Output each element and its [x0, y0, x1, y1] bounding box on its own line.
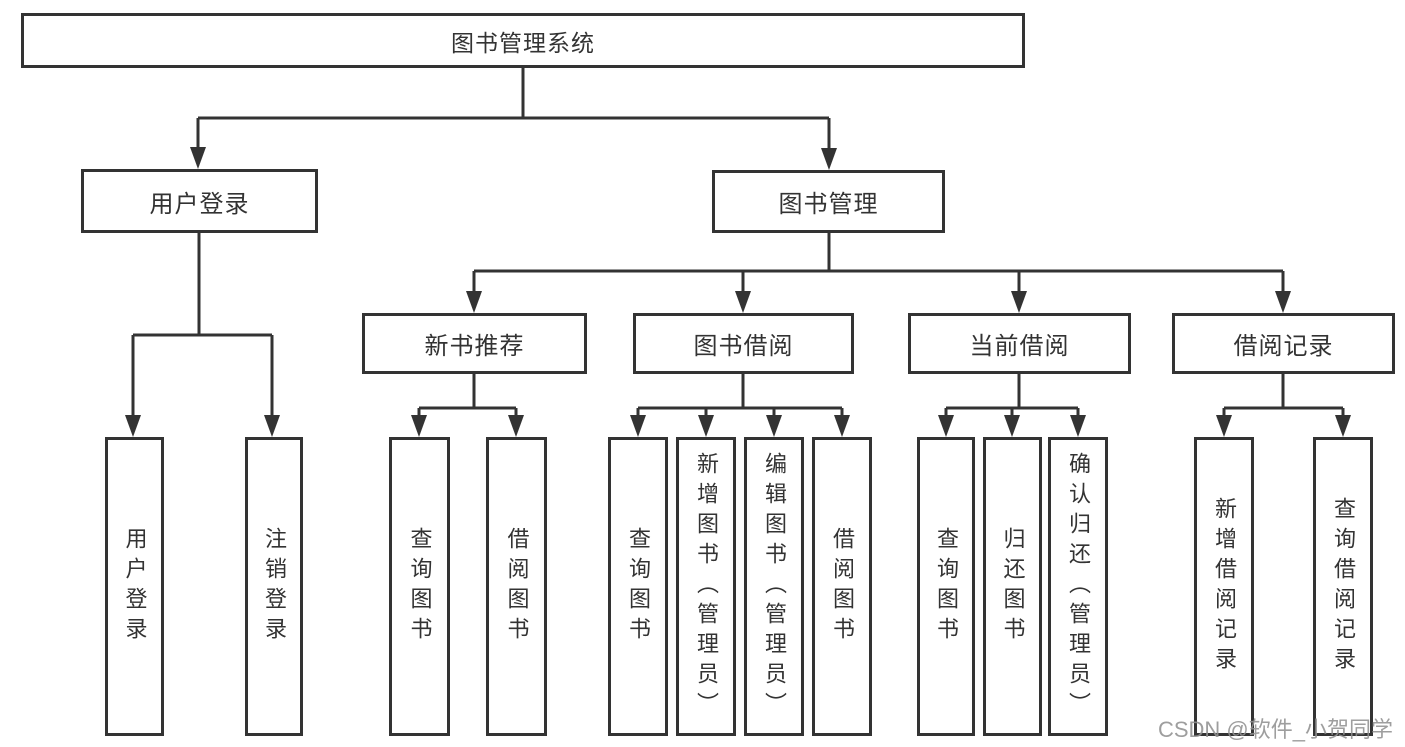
leaf-borrowing-query-books-label: 查询图书 — [626, 526, 651, 647]
leaf-borrowing-query-books: 查询图书 — [608, 437, 668, 736]
node-book-borrowing-label: 图书借阅 — [693, 333, 794, 360]
leaf-logout-label: 注销登录 — [262, 526, 287, 647]
leaf-current-query-books: 查询图书 — [917, 437, 975, 736]
leaf-current-query-books-label: 查询图书 — [934, 526, 959, 647]
leaf-newbook-borrow-books: 借阅图书 — [486, 437, 547, 736]
node-user-login: 用户登录 — [81, 169, 318, 233]
leaf-add-borrow-record: 新增借阅记录 — [1194, 437, 1254, 736]
node-book-management-label: 图书管理 — [778, 191, 879, 218]
leaf-add-books-admin: 新增图书（管理员） — [676, 437, 736, 736]
leaf-borrowing-borrow-books-label: 借阅图书 — [830, 526, 855, 647]
leaf-logout: 注销登录 — [245, 437, 303, 736]
leaf-query-borrow-record: 查询借阅记录 — [1313, 437, 1373, 736]
leaf-edit-books-admin-label: 编辑图书（管理员） — [762, 451, 787, 722]
node-library-system-label: 图书管理系统 — [451, 29, 595, 56]
node-current-borrowing-label: 当前借阅 — [969, 333, 1070, 360]
arrowheads — [125, 147, 1351, 437]
leaf-borrowing-borrow-books: 借阅图书 — [812, 437, 872, 736]
leaf-edit-books-admin: 编辑图书（管理员） — [744, 437, 804, 736]
csdn-watermark: CSDN @软件_小贺同学 — [1157, 717, 1393, 742]
node-new-book-recommend-label: 新书推荐 — [424, 333, 525, 360]
node-current-borrowing: 当前借阅 — [908, 313, 1131, 374]
tree-edges — [131, 68, 1345, 418]
node-borrow-records: 借阅记录 — [1172, 313, 1395, 374]
leaf-confirm-return-admin-label: 确认归还（管理员） — [1066, 451, 1091, 722]
node-book-borrowing: 图书借阅 — [633, 313, 854, 374]
node-book-management: 图书管理 — [712, 170, 945, 233]
node-new-book-recommend: 新书推荐 — [362, 313, 587, 374]
leaf-user-login-label: 用户登录 — [122, 526, 148, 647]
leaf-confirm-return-admin: 确认归还（管理员） — [1048, 437, 1108, 736]
leaf-return-books-label: 归还图书 — [1000, 526, 1026, 647]
node-library-system: 图书管理系统 — [21, 13, 1025, 68]
leaf-user-login: 用户登录 — [105, 437, 164, 736]
leaf-newbook-query-books-label: 查询图书 — [407, 526, 433, 647]
leaf-add-books-admin-label: 新增图书（管理员） — [694, 451, 719, 722]
leaf-newbook-borrow-books-label: 借阅图书 — [504, 526, 530, 647]
leaf-return-books: 归还图书 — [983, 437, 1042, 736]
node-user-login-label: 用户登录 — [149, 190, 250, 218]
leaf-newbook-query-books: 查询图书 — [389, 437, 450, 736]
node-borrow-records-label: 借阅记录 — [1233, 333, 1334, 360]
leaf-query-borrow-record-label: 查询借阅记录 — [1331, 496, 1356, 677]
leaf-add-borrow-record-label: 新增借阅记录 — [1212, 496, 1237, 677]
